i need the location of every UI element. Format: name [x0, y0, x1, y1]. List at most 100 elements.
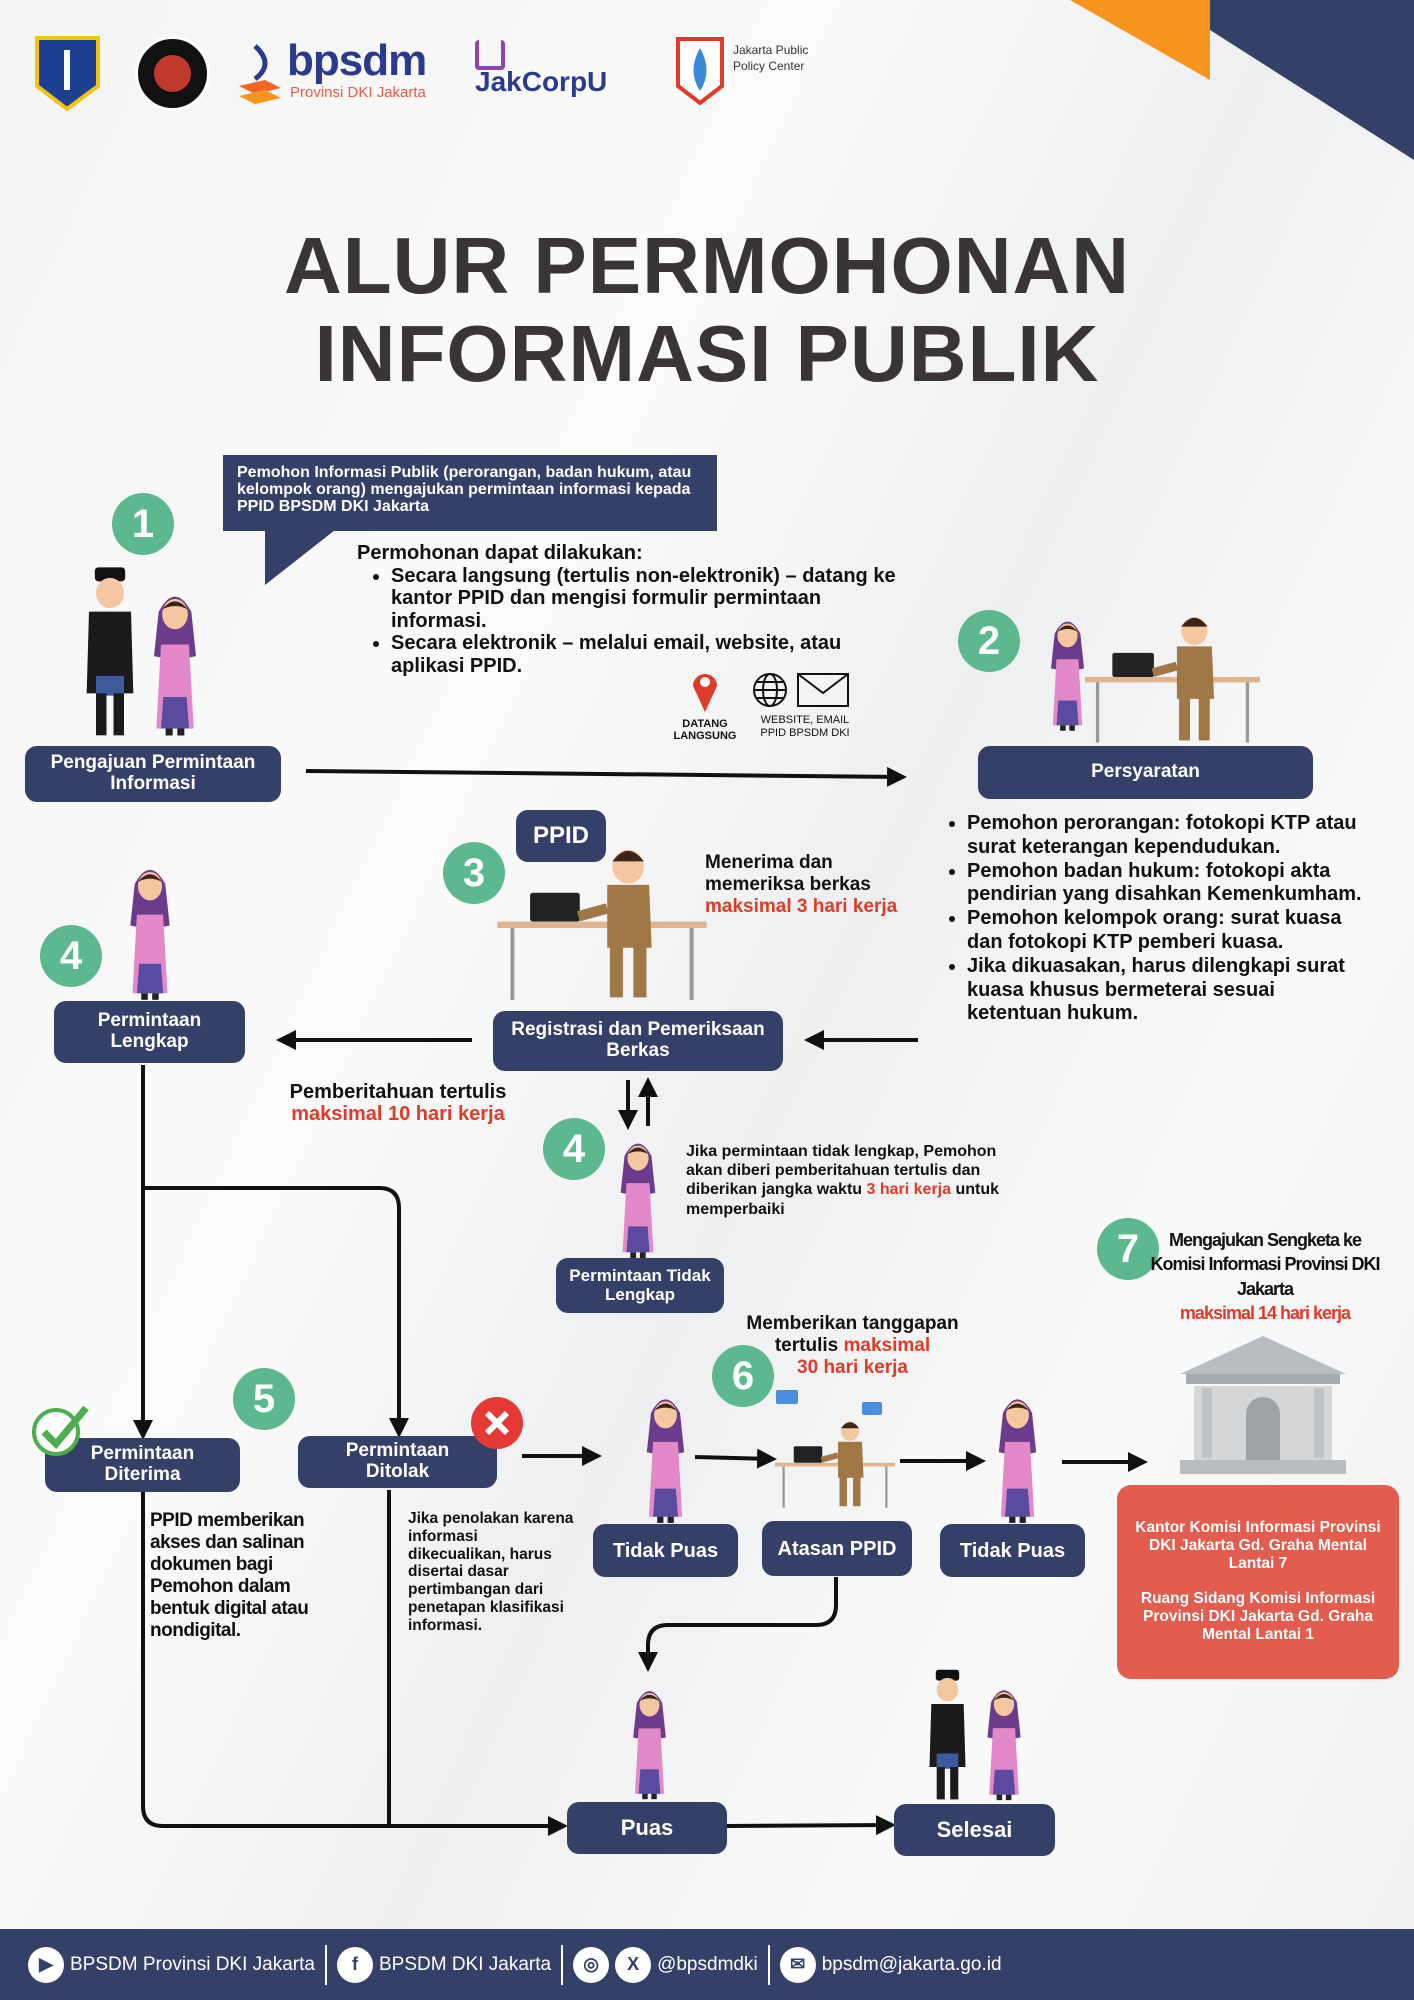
youtube-icon: ▶ [28, 1946, 64, 1983]
requirements-list: Pemohon perorangan: fotokopi KTP atau su… [943, 812, 1363, 1026]
title-line-2: INFORMASI PUBLIK [314, 309, 1100, 398]
step-1-bubble-text: Pemohon Informasi Publik (perorangan, ba… [237, 464, 692, 515]
tidak-puas-box-1: Tidak Puas [593, 1524, 738, 1577]
pemberitahuan-text: Pemberitahuan tertulis [289, 1081, 507, 1103]
message-icon [776, 1390, 798, 1404]
ppid-badge: PPID [516, 810, 606, 862]
step-1-number: 1 [112, 493, 174, 555]
method-item: Secara langsung (tertulis non-elektronik… [391, 565, 917, 633]
permintaan-tidak-lengkap-box: Permintaan Tidak Lengkap [556, 1258, 724, 1313]
datang-langsung-label: DATANG LANGSUNG [673, 718, 737, 742]
step-5-number: 5 [233, 1368, 295, 1430]
arrow-atasan-to-puas [638, 1577, 838, 1672]
ditolak-note: Jika penolakan karena informasi dikecual… [408, 1510, 574, 1634]
email-icon: ✉ [779, 1946, 816, 1983]
woman-figure [646, 1399, 685, 1523]
jakcorpu-mark [475, 40, 505, 70]
office-2: Ruang Sidang Komisi Informasi Provinsi D… [1140, 1590, 1376, 1644]
check-icon [32, 1405, 89, 1456]
step-7-note: Mengajukan Sengketa ke Komisi Informasi … [1150, 1228, 1380, 1325]
jppc-logo-mark [676, 37, 724, 106]
step-7-note-text: Mengajukan Sengketa ke Komisi Informasi … [1150, 1230, 1380, 1299]
jppc-logo-text: Jakarta Public Policy Center [733, 43, 809, 74]
email-link[interactable]: bpsdm@jakarta.go.id [821, 1953, 1002, 1975]
tidak-lengkap-deadline: 3 hari kerja [866, 1181, 952, 1199]
tidak-lengkap-tail: untuk memperbaiki [686, 1181, 1000, 1218]
jaya-raya-logo [35, 36, 100, 111]
x-icon: X [615, 1946, 652, 1983]
step-7-deadline: maksimal 14 hari kerja [1179, 1302, 1351, 1323]
woman-figure [620, 1143, 656, 1259]
woman-figure [633, 1691, 666, 1800]
envelope-icon [797, 673, 849, 707]
method-item: Secara elektronik – melalui email, websi… [391, 632, 917, 677]
corner-decoration [1070, 0, 1414, 160]
woman-figure [987, 1690, 1021, 1801]
facebook-icon: f [336, 1946, 373, 1983]
bpsdm-logo-mark [239, 44, 281, 104]
tidak-puas-box-2: Tidak Puas [940, 1524, 1085, 1577]
arrow-puas-to-selesai [726, 1815, 896, 1836]
step-6-number: 6 [712, 1345, 774, 1407]
bpsdm-subtitle: Provinsi DKI Jakarta [290, 84, 426, 101]
jakcorpu-logo: JakCorpU [475, 66, 608, 97]
arrow-step1-to-step2 [305, 766, 907, 787]
step-7-number: 7 [1097, 1218, 1159, 1280]
message-icon [862, 1402, 882, 1415]
youtube-link[interactable]: BPSDM Provinsi DKI Jakarta [70, 1953, 315, 1975]
page-title: ALUR PERMOHONAN INFORMASI PUBLIK [0, 222, 1414, 398]
footer: ▶ BPSDM Provinsi DKI Jakarta f BPSDM DKI… [0, 1929, 1414, 2000]
permintaan-diterima-box: Permintaan Diterima [45, 1438, 240, 1492]
step-6-deadline-2: 30 hari kerja [797, 1356, 908, 1378]
step-3-number: 3 [443, 842, 505, 904]
divider [324, 1944, 327, 1985]
tidak-lengkap-note: Jika permintaan tidak lengkap, Pemohon a… [686, 1142, 1016, 1219]
requirement-item: Pemohon badan hukum: fotokopi akta pendi… [967, 860, 1363, 908]
divider [561, 1944, 564, 1985]
registrasi-box: Registrasi dan Pemeriksaan Berkas [493, 1011, 783, 1071]
instagram-icon: ◎ [573, 1946, 610, 1983]
step-2-number: 2 [958, 610, 1020, 672]
komisi-informasi-logo [135, 36, 210, 111]
woman-figure [998, 1399, 1037, 1523]
persyaratan-box: Persyaratan [978, 746, 1313, 799]
globe-icon [753, 673, 787, 707]
step-6-note-text: Memberikan tanggapan tertulis [746, 1313, 959, 1356]
pemberitahuan-note: Pemberitahuan tertulis maksimal 10 hari … [270, 1081, 526, 1126]
step-6-note: Memberikan tanggapan tertulis maksimal 3… [720, 1313, 985, 1379]
requirement-item: Pemohon perorangan: fotokopi KTP atau su… [967, 812, 1363, 860]
arrow-tidak-puas-to-atasan [694, 1448, 777, 1469]
arrow-to-ditolak [143, 1186, 409, 1438]
woman-figure [130, 869, 170, 1000]
tidak-lengkap-text: Jika permintaan tidak lengkap, Pemohon a… [686, 1143, 997, 1199]
komisi-office-box: Kantor Komisi Informasi Provinsi DKI Jak… [1117, 1485, 1399, 1679]
methods-intro: Permohonan dapat dilakukan: [357, 542, 643, 564]
requirement-item: Pemohon kelompok orang: surat kuasa dan … [967, 907, 1363, 955]
step-1-speech-bubble: Pemohon Informasi Publik (perorangan, ba… [223, 455, 717, 531]
title-line-1: ALUR PERMOHONAN [283, 221, 1131, 310]
pengajuan-permintaan-box: Pengajuan Permintaan Informasi [25, 746, 281, 802]
permintaan-ditolak-box: Permintaan Ditolak [298, 1436, 497, 1488]
step-1-methods: Permohonan dapat dilakukan: Secara langs… [357, 542, 917, 678]
requirement-item: Jika dikuasakan, harus dilengkapi surat … [967, 955, 1363, 1026]
permintaan-lengkap-box: Permintaan Lengkap [54, 1001, 245, 1063]
bpsdm-logo: bpsdm [287, 36, 427, 85]
selesai-box: Selesai [894, 1804, 1055, 1856]
diterima-note: PPID memberikan akses dan salinan dokume… [150, 1510, 309, 1642]
ppid-officer-figure [497, 830, 707, 1000]
atasan-ppid-box: Atasan PPID [762, 1521, 912, 1576]
facebook-link[interactable]: BPSDM DKI Jakarta [378, 1953, 552, 1975]
location-pin-icon [693, 674, 717, 712]
social-handle-link[interactable]: @bpsdmdki [657, 1953, 758, 1975]
website-email-label: WEBSITE, EMAIL PPID BPSDM DKI [760, 714, 850, 740]
step-3-deadline: maksimal 3 hari kerja [705, 896, 898, 918]
speech-bubble-tail [265, 530, 335, 585]
step-4-number: 4 [40, 925, 102, 987]
step-6-deadline-1: maksimal [843, 1334, 931, 1356]
divider [767, 1944, 770, 1985]
office-1: Kantor Komisi Informasi Provinsi DKI Jak… [1135, 1519, 1381, 1572]
line-diterima-to-puas [141, 1492, 568, 1836]
puas-box: Puas [567, 1802, 727, 1854]
x-mark-icon [471, 1397, 523, 1449]
